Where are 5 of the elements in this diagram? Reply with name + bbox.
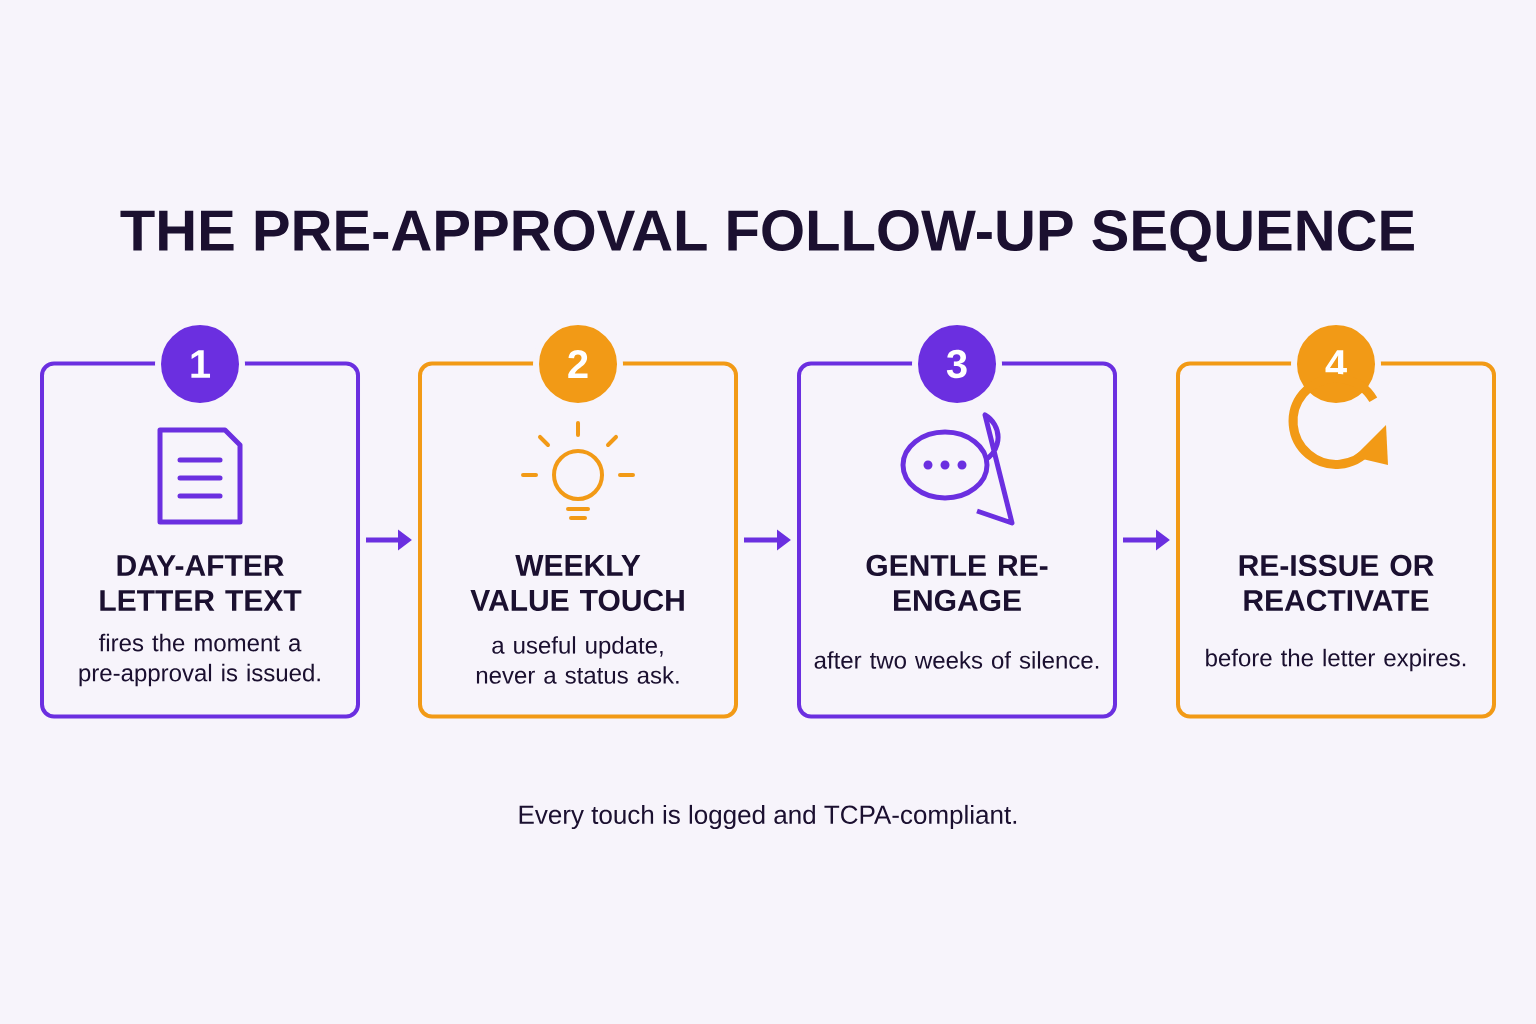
number-badge: 2 bbox=[533, 319, 623, 409]
number-badge: 3 bbox=[912, 319, 1002, 409]
title: THE PRE-APPROVAL FOLLOW-UP SEQUENCE bbox=[120, 210, 1414, 262]
caption: Every touch is logged and TCPA-compliant. bbox=[519, 804, 1017, 830]
number-badge: 1 bbox=[155, 319, 245, 409]
